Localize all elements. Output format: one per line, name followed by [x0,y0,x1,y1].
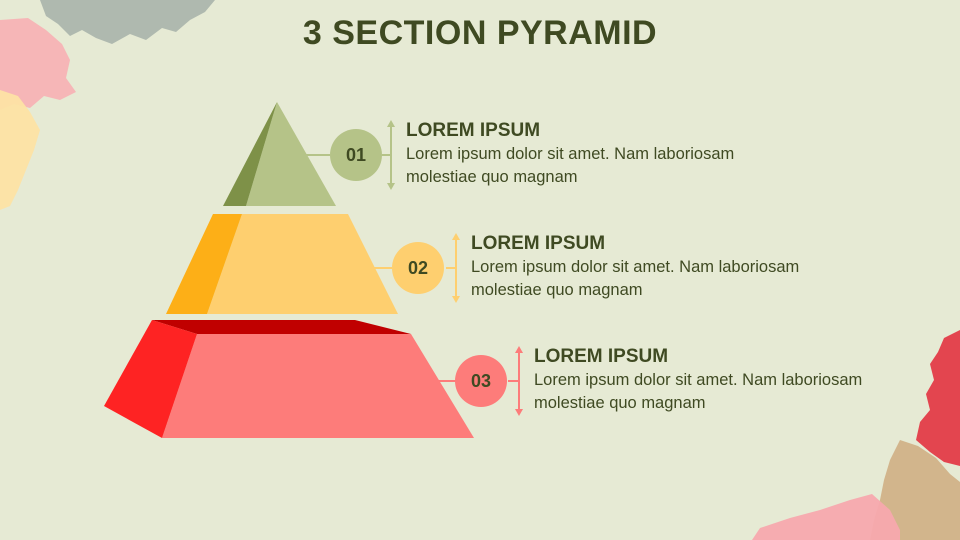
bracket-3 [508,346,523,416]
splash-pink-top-left [0,18,76,110]
tier-1-side [223,102,277,206]
section-3-label: LOREM IPSUM Lorem ipsum dolor sit amet. … [534,345,894,415]
section-3-heading: LOREM IPSUM [534,346,669,367]
tier-1-front [246,102,336,206]
section-2-heading: LOREM IPSUM [471,233,606,254]
slide-title: 3 SECTION PYRAMID [302,14,658,52]
splash-grey-top-left [40,0,215,44]
tier-2-side [166,214,242,314]
splash-yellow-top-left [0,90,40,210]
splash-red-bottom-right [916,330,960,466]
bracket-2 [446,233,460,303]
tier-3-front [162,334,474,438]
section-1-badge: 01 [330,129,382,181]
section-2-text: Lorem ipsum dolor sit amet. Nam laborios… [471,258,800,299]
tier-2-front [207,214,398,314]
section-3-badge: 03 [455,355,507,407]
tier-3-top [152,320,411,334]
section-1-text: Lorem ipsum dolor sit amet. Nam laborios… [406,145,735,186]
section-1-heading: LOREM IPSUM [406,120,541,141]
section-2-label: LOREM IPSUM Lorem ipsum dolor sit amet. … [471,232,831,302]
section-3-text: Lorem ipsum dolor sit amet. Nam laborios… [534,371,863,412]
tier-3-side [104,320,197,438]
section-1-label: LOREM IPSUM Lorem ipsum dolor sit amet. … [406,119,766,189]
bracket-1 [382,120,395,190]
section-2-badge: 02 [392,242,444,294]
splash-pink-bottom-right [752,494,900,540]
